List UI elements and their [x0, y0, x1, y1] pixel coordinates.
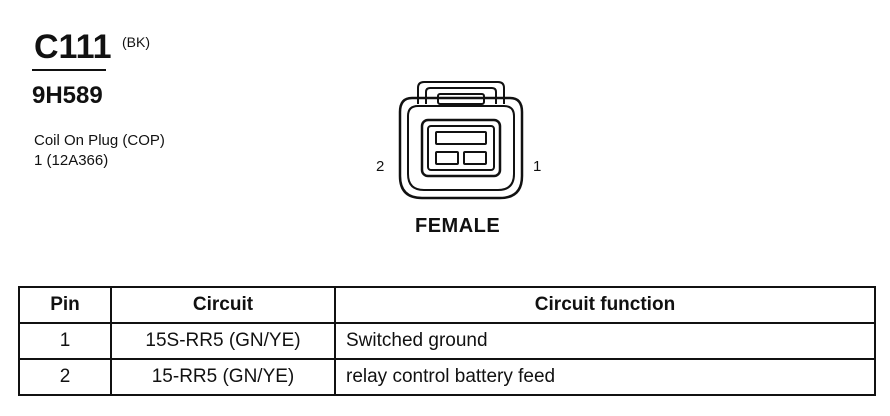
table-row: 2 15-RR5 (GN/YE) relay control battery f… [18, 358, 876, 396]
terminal-cavity-pin-1 [463, 151, 487, 165]
cell-pin: 1 [18, 322, 112, 360]
header-circuit-function: Circuit function [334, 286, 876, 324]
title-underline [32, 69, 106, 71]
header-circuit: Circuit [110, 286, 336, 324]
connector-face-diagram [398, 81, 524, 200]
table-header-row: Pin Circuit Circuit function [18, 286, 876, 324]
pin-table: Pin Circuit Circuit function 1 15S-RR5 (… [18, 286, 876, 396]
terminal-block [420, 118, 502, 178]
header-pin: Pin [18, 286, 112, 324]
terminal-cavity-top [435, 131, 487, 145]
terminal-cavity-pin-2 [435, 151, 459, 165]
gender-label: FEMALE [415, 215, 501, 237]
pin-label-right: 1 [533, 158, 542, 175]
cell-function: Switched ground [334, 322, 876, 360]
table-row: 1 15S-RR5 (GN/YE) Switched ground [18, 322, 876, 360]
terminal-block-inner [427, 125, 495, 171]
latch-tab-inner [425, 87, 497, 104]
latch-tab [417, 81, 505, 104]
description-line-1: Coil On Plug (COP) [34, 132, 165, 149]
cell-function: relay control battery feed [334, 358, 876, 396]
description-line-2: 1 (12A366) [34, 152, 109, 169]
connector-color-code: (BK) [122, 34, 150, 50]
cell-pin: 2 [18, 358, 112, 396]
cell-circuit: 15-RR5 (GN/YE) [110, 358, 336, 396]
housing-inner [407, 105, 515, 191]
cell-circuit: 15S-RR5 (GN/YE) [110, 322, 336, 360]
pin-label-left: 2 [376, 158, 385, 175]
part-number: 9H589 [32, 82, 103, 109]
housing-outer [398, 96, 524, 200]
connector-id: C111 [34, 28, 112, 66]
